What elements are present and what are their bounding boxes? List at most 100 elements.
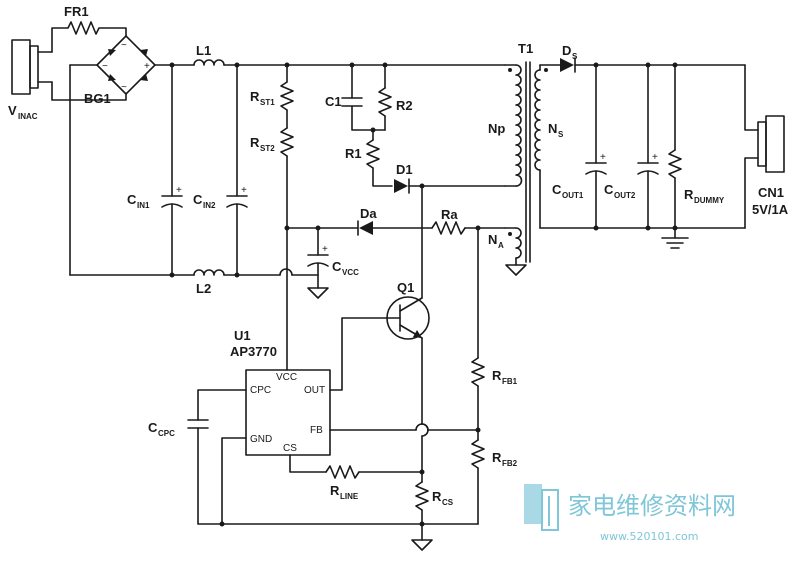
- ccpc-sub-label: CPC: [158, 429, 175, 438]
- transformer-t1: [504, 61, 541, 276]
- cout2-sub-label: OUT2: [614, 191, 636, 200]
- rfb2-sub-label: FB2: [502, 459, 518, 468]
- polarity-dot: [508, 68, 512, 72]
- r2-label: R2: [396, 98, 413, 113]
- polarity-dot: [508, 232, 512, 236]
- cin2-plus: +: [241, 185, 247, 196]
- cvcc-label: C: [332, 259, 342, 274]
- cout2-label: C: [604, 182, 614, 197]
- cout1-sub-label: OUT1: [562, 191, 584, 200]
- ccpc-label: C: [148, 420, 158, 435]
- inductor-l1: [193, 59, 506, 66]
- junction-dot: [593, 225, 599, 231]
- pin-out: OUT: [304, 385, 325, 396]
- u1-part-number: AP3770: [230, 344, 277, 359]
- bridge-neg: −: [102, 61, 108, 72]
- resistor-rst1-rst2: [280, 64, 294, 371]
- rdummy-label: R: [684, 187, 694, 202]
- junction-dot: [475, 427, 481, 433]
- cin2-label: C: [193, 192, 203, 207]
- junction-dot: [169, 272, 175, 278]
- cin2-sub-label: IN2: [203, 201, 216, 210]
- u1-label: U1: [234, 328, 251, 343]
- ns-sub-label: S: [558, 130, 564, 139]
- bridge-ac-bottom: ~: [121, 82, 127, 93]
- cvcc-sub-label: VCC: [342, 268, 359, 277]
- controller-ic-u1: [245, 369, 331, 456]
- bridge-pos: +: [144, 61, 150, 72]
- pin-gnd: GND: [250, 434, 272, 445]
- junction-dot: [672, 225, 678, 231]
- rcs-label: R: [432, 489, 442, 504]
- junction-dot: [645, 225, 651, 231]
- bridge-ac-top: ~: [121, 40, 127, 51]
- q1-label: Q1: [397, 280, 414, 295]
- capacitor-cin2: [226, 64, 248, 276]
- ic-peripheral-network: [187, 389, 479, 551]
- pin-fb: FB: [310, 425, 323, 436]
- rst1-label: R: [250, 89, 260, 104]
- junction-dot: [315, 225, 321, 231]
- snubber-network: [341, 64, 393, 187]
- na-sub-label: A: [498, 241, 504, 250]
- fuse-fr1: [51, 21, 127, 53]
- cn1-label: CN1: [758, 185, 784, 200]
- rst1-sub-label: ST1: [260, 98, 275, 107]
- inductor-l2: [69, 268, 319, 276]
- ra-label: Ra: [441, 207, 458, 222]
- watermark-text: 家电维修资料网: [568, 492, 736, 520]
- rfb1-sub-label: FB1: [502, 377, 518, 386]
- ds-label: D: [562, 43, 571, 58]
- aux-supply-network: [286, 220, 506, 299]
- bg1-label: BG1: [84, 91, 111, 106]
- cvcc-plus: +: [322, 244, 328, 255]
- cout2-plus: +: [652, 152, 658, 163]
- cin1-label: C: [127, 192, 137, 207]
- junction-dot: [419, 521, 425, 527]
- ds-sub-label: S: [572, 52, 578, 61]
- watermark-logo: [524, 484, 559, 531]
- secondary-output-stage: [539, 57, 785, 249]
- pin-cs: CS: [283, 443, 297, 454]
- junction-dot: [284, 225, 290, 231]
- cout1-plus: +: [600, 152, 606, 163]
- fr1-label: FR1: [64, 4, 89, 19]
- feedback-network: [329, 227, 485, 525]
- cin1-sub-label: IN1: [137, 201, 150, 210]
- pin-vcc: VCC: [276, 372, 297, 383]
- polarity-dot: [544, 68, 548, 72]
- cn1-rating: 5V/1A: [752, 202, 789, 217]
- junction-dot: [419, 469, 425, 475]
- rst2-label: R: [250, 135, 260, 150]
- rfb1-label: R: [492, 368, 502, 383]
- junction-dot: [645, 62, 651, 68]
- watermark-url: www.520101.com: [600, 530, 698, 543]
- vin-label: V: [8, 103, 17, 118]
- r1-label: R1: [345, 146, 362, 161]
- na-label: N: [488, 232, 497, 247]
- ac-input-connector: [11, 39, 53, 95]
- vin-sub-label: INAC: [18, 112, 38, 121]
- da-label: Da: [360, 206, 377, 221]
- transistor-q1: [329, 185, 430, 473]
- c1-label: C1: [325, 94, 342, 109]
- ns-label: N: [548, 121, 557, 136]
- capacitor-cin1: [161, 64, 183, 276]
- cout1-label: C: [552, 182, 562, 197]
- rst2-sub-label: ST2: [260, 144, 275, 153]
- rfb2-label: R: [492, 450, 502, 465]
- rdummy-sub-label: DUMMY: [694, 196, 725, 205]
- junction-dot: [672, 62, 678, 68]
- junction-dot: [234, 272, 240, 278]
- rcs-sub-label: CS: [442, 498, 454, 507]
- rline-sub-label: LINE: [340, 492, 359, 501]
- rline-label: R: [330, 483, 340, 498]
- l1-label: L1: [196, 43, 211, 58]
- junction-dot: [370, 127, 376, 133]
- junction-dot: [219, 521, 225, 527]
- junction-dot: [593, 62, 599, 68]
- cin1-plus: +: [176, 185, 182, 196]
- pin-cpc: CPC: [250, 385, 271, 396]
